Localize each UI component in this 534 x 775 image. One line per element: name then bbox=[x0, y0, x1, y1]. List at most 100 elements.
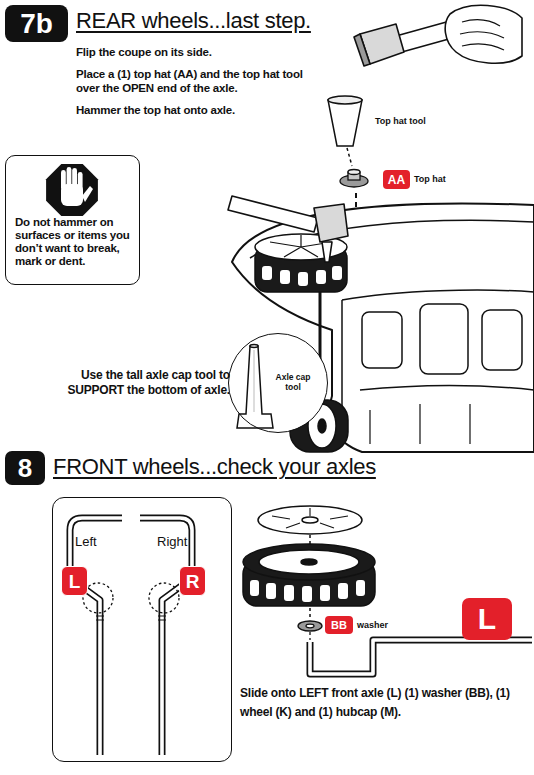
washer-part bbox=[298, 621, 322, 631]
front-axle-outline bbox=[140, 518, 192, 755]
top-hat-tool bbox=[347, 148, 352, 166]
part-code: AA bbox=[383, 170, 410, 189]
instruction-text: Slide onto LEFT front axle (L) (1) washe… bbox=[240, 684, 532, 722]
side-label: Left bbox=[75, 534, 97, 549]
instruction-text: Place a (1) top hat (AA) and the top hat… bbox=[76, 67, 326, 95]
left-front-axle bbox=[310, 640, 532, 674]
warning-text: Do not hammer on surfaces or items you d… bbox=[15, 216, 139, 268]
instruction-text: Hammer the top hat onto axle. bbox=[76, 103, 326, 117]
hammer-illustration bbox=[445, 5, 522, 63]
top-hat-part bbox=[348, 170, 360, 175]
step-badge: 8FRONT wheels...check your axles bbox=[5, 451, 45, 485]
step-number: 8 bbox=[5, 451, 45, 485]
part-name: washer bbox=[357, 620, 388, 630]
front-wheel bbox=[266, 583, 276, 599]
front-axle-outline bbox=[70, 518, 122, 755]
axle-cap-tool bbox=[229, 334, 327, 432]
hammer-illustration bbox=[460, 20, 504, 50]
front-axle-outline bbox=[70, 518, 122, 755]
washer-part bbox=[298, 621, 322, 640]
hubcap bbox=[302, 517, 318, 523]
step-number: 7b bbox=[5, 5, 68, 42]
axle-cap-tool bbox=[250, 345, 258, 348]
axle-letter: R bbox=[180, 567, 205, 595]
stop-hand-symbol bbox=[46, 164, 98, 216]
front-wheel bbox=[309, 608, 311, 620]
stop-hand-symbol bbox=[72, 168, 77, 190]
top-hat-tool bbox=[328, 96, 362, 166]
stop-hand-symbol bbox=[78, 172, 83, 192]
hubcap bbox=[272, 508, 348, 528]
section-heading: FRONT wheels...check your axles bbox=[53, 454, 376, 480]
coupe-illustration bbox=[360, 386, 534, 391]
axle-check-panel: Left RightL R bbox=[52, 497, 232, 762]
axle-cap-tool bbox=[229, 334, 327, 432]
axle-letter: L bbox=[462, 598, 512, 640]
axle-cap-tool bbox=[237, 346, 273, 428]
left-front-axle bbox=[310, 640, 532, 674]
hammer-illustration bbox=[354, 34, 370, 66]
section-heading: REAR wheels...last step. bbox=[76, 8, 311, 34]
coupe-illustration bbox=[420, 304, 468, 374]
tool-label: Top hat tool bbox=[375, 116, 426, 126]
front-axle-outline bbox=[149, 583, 179, 613]
coupe-illustration bbox=[370, 404, 470, 444]
warning-box: Do not hammer on surfaces or items you d… bbox=[5, 155, 140, 285]
front-wheel bbox=[301, 559, 317, 565]
coupe-illustration bbox=[482, 310, 522, 370]
axle-badge: R bbox=[179, 566, 206, 596]
front-wheel bbox=[284, 585, 294, 601]
rear-wheel-top bbox=[332, 266, 342, 280]
front-wheel bbox=[302, 586, 312, 602]
top-hat-tool bbox=[328, 100, 362, 146]
coupe-illustration bbox=[342, 290, 534, 300]
part-code: BB bbox=[325, 616, 353, 634]
instruction-list: Flip the coupe on its side. Place a (1) t… bbox=[76, 45, 326, 125]
part-name: Top hat bbox=[414, 174, 446, 184]
washer-part bbox=[309, 632, 310, 640]
stop-hand-symbol bbox=[46, 164, 98, 216]
part-badge: BBwasher bbox=[325, 616, 353, 634]
front-wheel bbox=[338, 583, 348, 599]
stop-hand-symbol bbox=[82, 186, 93, 202]
stop-hand-symbol bbox=[67, 167, 72, 189]
coupe-illustration bbox=[362, 312, 402, 368]
hammer-illustration bbox=[314, 204, 348, 242]
hammer-illustration bbox=[322, 242, 332, 262]
rear-wheel-top bbox=[298, 272, 308, 286]
stop-hand-symbol bbox=[61, 170, 66, 190]
rear-wheel-top bbox=[255, 234, 347, 292]
hammer-illustration bbox=[354, 5, 522, 66]
step-badge: 7bREAR wheels...last step. bbox=[5, 5, 68, 42]
front-wheel bbox=[320, 585, 330, 601]
washer-part bbox=[306, 624, 314, 628]
hammer-illustration bbox=[228, 196, 318, 232]
axle-cap-tool bbox=[254, 350, 255, 412]
front-axle-outline bbox=[70, 518, 192, 755]
instruction-text: Flip the coupe on its side. bbox=[76, 45, 326, 59]
left-front-axle bbox=[310, 640, 532, 674]
top-hat-tool bbox=[328, 96, 362, 104]
rear-wheel-top bbox=[280, 270, 290, 284]
top-hat-part bbox=[340, 170, 368, 188]
axle-letter: L bbox=[62, 567, 87, 595]
front-wheel bbox=[243, 544, 375, 580]
rear-wheel-bottom bbox=[318, 419, 326, 433]
part-badge: AATop hat bbox=[383, 170, 410, 189]
instruction-text: Use the tall axle cap tool to SUPPORT th… bbox=[28, 368, 230, 398]
front-wheel bbox=[356, 580, 365, 596]
side-label: Right bbox=[157, 534, 187, 549]
hammer-illustration bbox=[228, 196, 348, 262]
front-wheel bbox=[243, 544, 375, 620]
rear-wheel-top bbox=[262, 266, 272, 280]
rear-wheel-top bbox=[316, 270, 326, 284]
front-axle-outline bbox=[140, 518, 192, 755]
front-wheel bbox=[250, 580, 259, 596]
axle-badge: L bbox=[61, 566, 88, 596]
callout-circle: Axle cap tool bbox=[228, 333, 328, 433]
front-wheel bbox=[259, 550, 359, 574]
axle-badge: L bbox=[462, 598, 512, 640]
callout-text: Axle cap tool bbox=[271, 372, 315, 392]
front-axle-outline bbox=[96, 616, 166, 620]
